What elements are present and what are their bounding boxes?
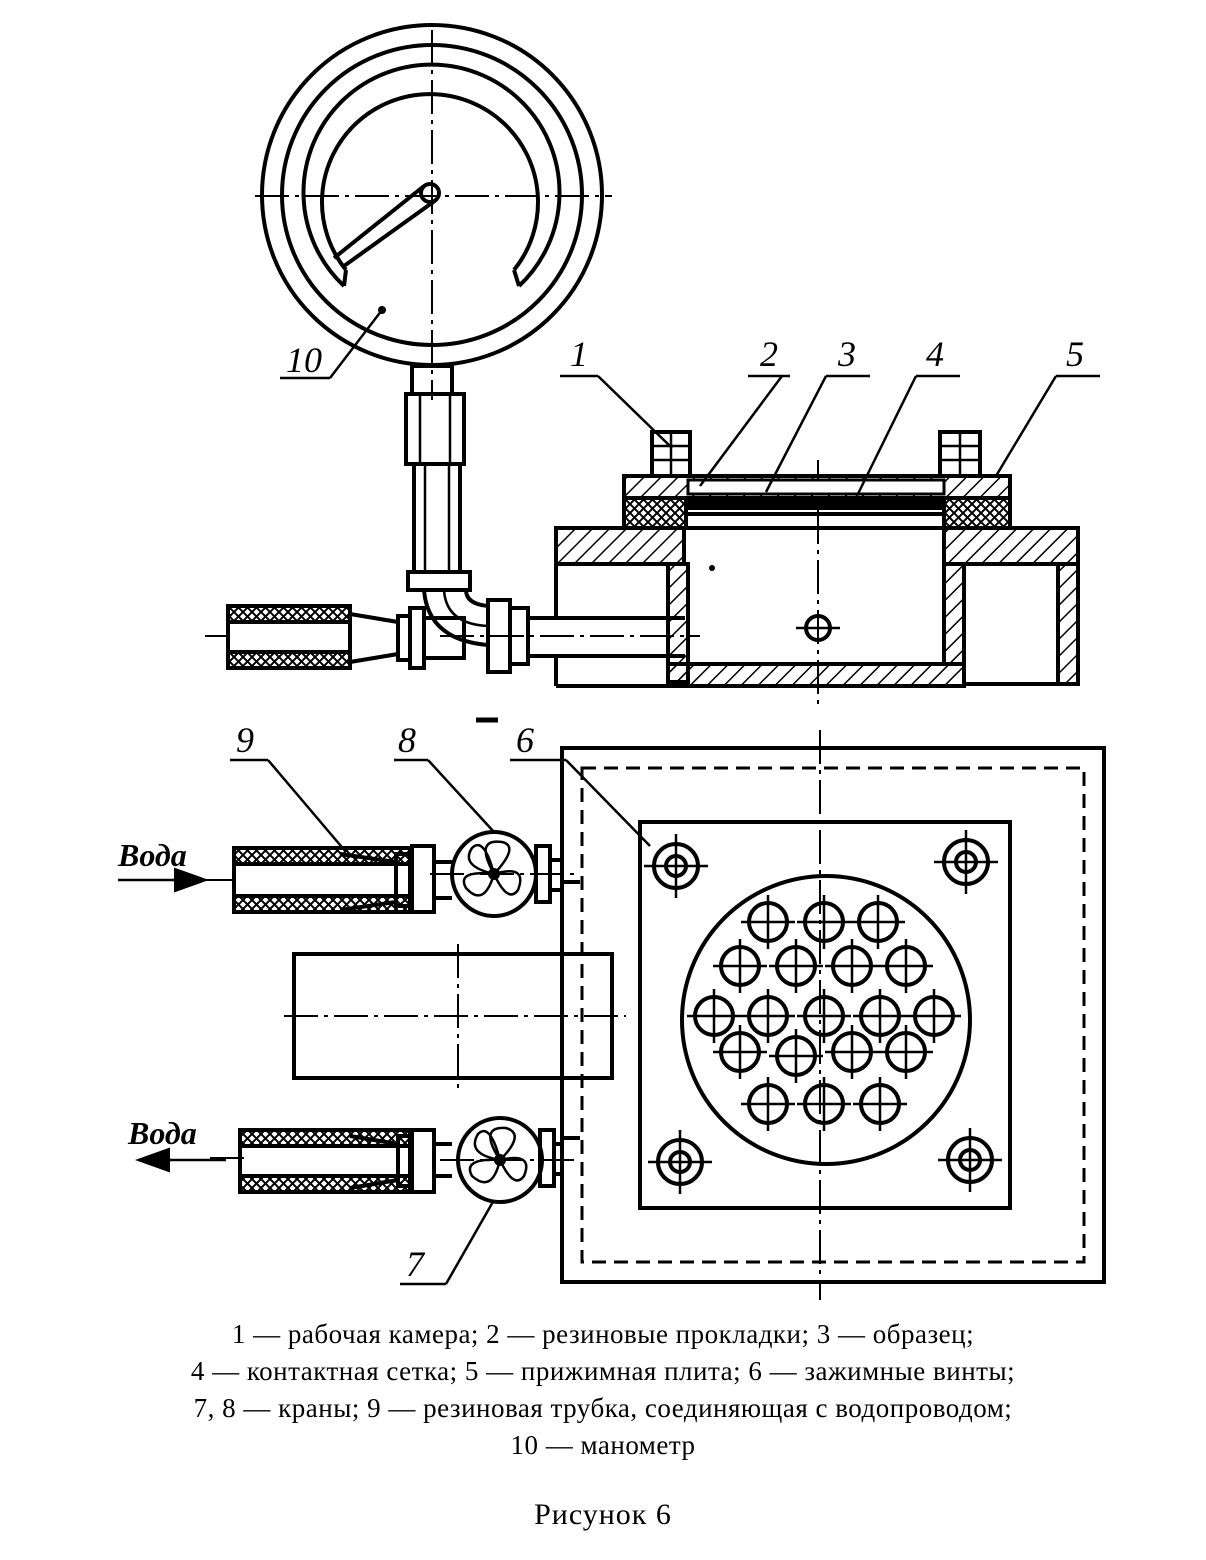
hole-cross: [851, 895, 905, 949]
legend-line: 7, 8 — краны; 9 — резиновая трубка, соед…: [193, 1393, 1013, 1423]
hole-cross: [741, 989, 795, 1043]
hole-cross: [797, 895, 851, 949]
hole-cross: [797, 989, 851, 1043]
label-2: 2: [760, 334, 778, 374]
label-7: 7: [406, 1244, 426, 1284]
label-6: 6: [516, 720, 534, 760]
leaders-bottom: [230, 758, 496, 1286]
hole-cross: [713, 1025, 767, 1079]
outlet-assembly: [210, 1116, 580, 1204]
plan-view-frame: [560, 730, 1106, 1300]
apparatus-drawing: 10 1 2 3 4 5 9 8 6 7 Вода Вода: [117, 23, 1106, 1300]
water-out-label: Вода: [127, 1115, 197, 1151]
hole-cross: [769, 939, 823, 993]
label-10: 10: [286, 340, 322, 380]
legend: 1 — рабочая камера; 2 — резиновые прокла…: [20, 1316, 1186, 1464]
legend-line: 10 — манометр: [510, 1430, 696, 1460]
hole-cross: [879, 1025, 933, 1079]
hole-cross: [769, 1029, 823, 1083]
hole-cross: [741, 895, 795, 949]
label-5: 5: [1066, 334, 1084, 374]
hole-cross: [853, 1077, 907, 1131]
legend-line: 1 — рабочая камера; 2 — резиновые прокла…: [231, 1319, 975, 1349]
hole-cross: [741, 1077, 795, 1131]
legend-line: 4 — контактная сетка; 5 — прижимная плит…: [190, 1356, 1016, 1386]
working-chamber-section: [554, 430, 1080, 705]
figure-title: Рисунок 6: [534, 1498, 672, 1531]
label-8: 8: [398, 720, 416, 760]
hole-cross: [853, 989, 907, 1043]
water-in-label: Вода: [117, 837, 187, 873]
hole-cross: [687, 989, 741, 1043]
perforated-disc: [680, 874, 972, 1166]
clamping-screws: [644, 830, 1002, 1194]
inlet-assembly: [205, 830, 575, 918]
label-4: 4: [926, 334, 944, 374]
hole-cross: [797, 1077, 851, 1131]
hole-cross: [879, 939, 933, 993]
hole-cross: [825, 1025, 879, 1079]
hole-cross: [907, 989, 961, 1043]
label-1: 1: [570, 334, 588, 374]
side-hose: [205, 598, 700, 674]
hole-cross: [713, 939, 767, 993]
leader-6: [565, 759, 651, 847]
label-9: 9: [236, 720, 254, 760]
hole-cross: [825, 939, 879, 993]
leaders-top: [560, 374, 1100, 507]
side-block: [284, 912, 626, 1138]
label-3: 3: [837, 334, 856, 374]
manometer: [255, 23, 612, 648]
